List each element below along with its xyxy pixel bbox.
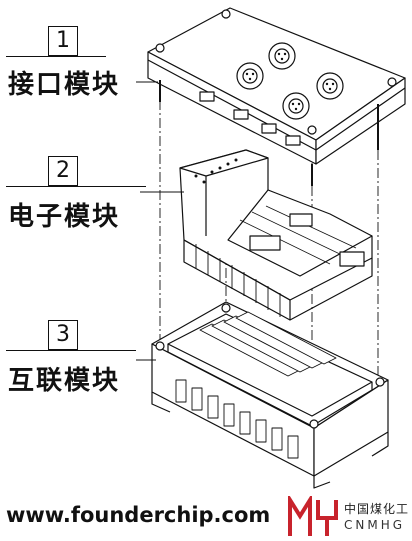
connection-module-drawing	[151, 301, 389, 489]
interface-module-drawing	[147, 7, 406, 186]
brand-name-chinese: 中国煤化工	[344, 502, 410, 516]
connection-module-label: 互联模块	[8, 366, 121, 396]
electronic-module-label: 电子模块	[8, 202, 121, 232]
website-url: www.founderchip.com	[6, 503, 271, 527]
brand-logo-icon	[288, 496, 338, 536]
interface-module-label: 接口模块	[8, 70, 121, 100]
brand-name-english: CNMHG	[344, 518, 406, 532]
electronic-module-drawing	[179, 149, 373, 321]
part-number-2: 2	[48, 156, 78, 186]
leader-lines	[136, 81, 184, 361]
part-number-3: 3	[48, 320, 78, 350]
part-1-underline	[6, 56, 106, 57]
part-3-underline	[6, 350, 136, 351]
part-2-underline	[6, 186, 146, 187]
part-number-1: 1	[48, 26, 78, 56]
